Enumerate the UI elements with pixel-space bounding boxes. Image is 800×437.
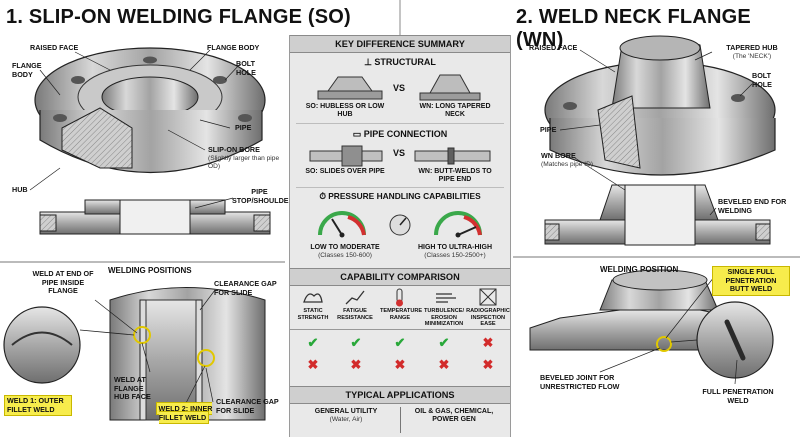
check-icon: ✔ [438,335,450,350]
wn-welding-title: WELDING POSITION [600,265,679,274]
applications-title: TYPICAL APPLICATIONS [290,386,510,404]
label-slip-on-bore: SLIP-ON BORE (Slightly larger than pipe … [208,145,280,170]
label-single-weld: SINGLE FULL PENETRATION BUTT WELD [712,266,790,296]
so-title: 1. SLIP-ON WELDING FLANGE (SO) [6,6,351,28]
label-hub-so: HUB [12,185,28,194]
label-bolt-hole-so: BOLT HOLE [236,59,256,77]
pressure-so: LOW TO MODERATE(Classes 150-600) [310,244,380,260]
stopwatch-icon: ⏱ [319,191,329,201]
thermometer-icon [396,288,403,307]
label-clearance-bottom: CLEARANCE GAP FOR SLIDE [216,397,279,415]
capability-icons [303,288,497,307]
wn-title: 2. WELD NECK FLANGE (WN) [516,6,751,51]
cap-col-2: TEMPERATURE RANGE [380,308,423,321]
label-pipe-wn: PIPE [540,125,557,134]
label-wn-bore: WN BORE(Matches pipe ID) [541,151,594,168]
label-raised-face-so: RAISED FACE [30,43,79,52]
label-tapered-hub: TAPERED HUB(The 'NECK') [726,43,778,60]
so-welding-title: WELDING POSITIONS [108,266,192,275]
label-pipe-stop: PIPE STOP/SHOULDER [232,187,294,205]
label-full-weld: FULL PENETRATION WELD [702,387,774,405]
check-icon: ✔ [350,335,362,350]
label-pipe-so: PIPE [235,123,252,132]
cap-col-1: FATIGUE RESISTANCE [337,308,373,321]
application-so: GENERAL UTILITY(Water, Air) [314,408,378,424]
flange-icon: ⊥ [364,57,375,67]
check-icon: ✔ [307,335,319,350]
cross-icon: ✖ [307,357,319,372]
cross-icon: ✖ [394,357,406,372]
application-wn: OIL & GAS, CHEMICAL, POWER GEN [414,408,494,424]
pressure-wn: HIGH TO ULTRA-HIGH(Classes 150-2500+) [417,244,492,260]
cap-col-3: TURBULENCE/ EROSION MINIMIZATION [423,308,465,328]
label-flange-body-so-left: FLANGE BODY [12,61,42,79]
cross-icon: ✖ [350,357,362,372]
fatigue-chart-icon [345,290,365,305]
gauge-needle-wn [457,226,477,236]
label-clearance-top: CLEARANCE GAP FOR SLIDE [214,279,277,297]
label-flange-body-so-right: FLANGE BODY [207,43,260,52]
structural-wn: WN: LONG TAPERED NECK [419,103,491,119]
muscle-icon [303,293,323,303]
pipe-connection-icons [309,145,491,167]
cross-icon: ✖ [482,357,494,372]
pressure-gauges [318,211,482,238]
pipe-connection-so: SO: SLIDES OVER PIPE [305,168,385,175]
structural-so: SO: HUBLESS OR LOW HUB [305,103,385,119]
label-weld-hub: WELD AT FLANGE HUB FACE [114,375,151,402]
label-beveled-joint: BEVELED JOINT FOR UNRESTRICTED FLOW [540,373,620,391]
structural-vs: VS [393,83,406,93]
label-weld-end: WELD AT END OF PIPE INSIDE FLANGE [32,269,94,296]
gauge-icon [434,211,482,238]
label-weld-1: WELD 1: OUTER FILLET WELD [4,395,72,417]
pressure-title: ⏱ PRESSURE HANDLING CAPABILITIES [319,191,481,201]
cross-icon: ✖ [482,335,494,350]
structural-title: ⊥ STRUCTURAL [364,57,436,67]
wind-icon [436,293,456,303]
capability-title: CAPABILITY COMPARISON [290,268,510,286]
cap-col-4: RADIOGRAPHIC INSPECTION EASE [466,308,510,328]
summary-title: KEY DIFFERENCE SUMMARY [290,35,510,53]
pipe-connection-wn: WN: BUTT-WELDS TO PIPE END [418,168,492,184]
pipe-connection-title: ▭ PIPE CONNECTION [352,129,448,139]
check-icon: ✔ [394,335,406,350]
radiography-icon [479,288,497,306]
gauge-icon [318,211,366,238]
cross-icon: ✖ [438,357,450,372]
label-raised-face-wn: RAISED FACE [529,43,578,52]
gauge-needle-so [331,218,343,236]
label-weld-2: WELD 2: INNER FILLET WELD [148,402,220,424]
pipe-icon: ▭ [352,129,364,139]
pipe-connection-vs: VS [393,148,406,158]
cap-col-0: STATIC STRENGTH [297,308,329,321]
key-difference-panel: KEY DIFFERENCE SUMMARY ⊥ STRUCTURAL VS S… [289,35,511,437]
label-bolt-hole-wn: BOLT HOLE [752,71,772,89]
label-beveled-end: BEVELED END FOR WELDING [718,197,787,215]
structural-icons [317,74,481,101]
